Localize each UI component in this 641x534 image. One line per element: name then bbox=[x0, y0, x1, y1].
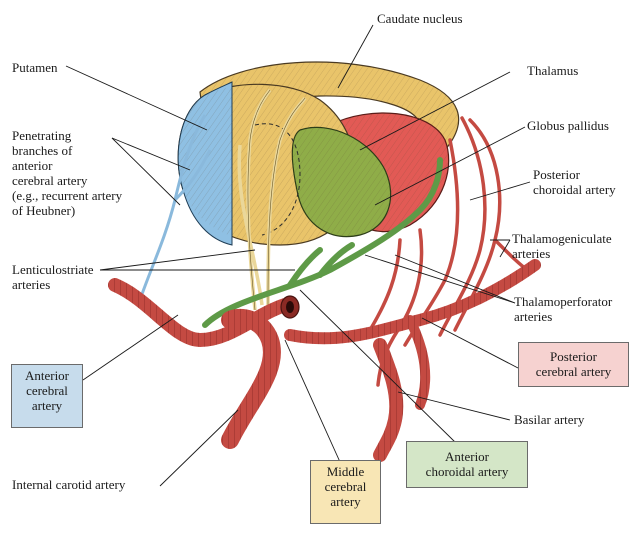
box-posterior-cerebral-artery: Posterior cerebral artery bbox=[518, 342, 629, 387]
penetrating-line: Penetrating bbox=[12, 128, 72, 143]
box-line: Posterior bbox=[550, 349, 597, 364]
box-line: cerebral artery bbox=[535, 364, 612, 379]
posterior-choroidal-line: choroidal artery bbox=[533, 182, 616, 197]
box-line: cerebral bbox=[26, 383, 68, 398]
label-caudate-nucleus: Caudate nucleus bbox=[377, 11, 463, 26]
thalamogeniculate-line: Thalamogeniculate bbox=[512, 231, 612, 246]
penetrating-line: of Heubner) bbox=[12, 203, 76, 218]
anterior-choroidal-vessel bbox=[202, 157, 443, 328]
label-posterior-choroidal: Posterior choroidal artery bbox=[533, 167, 616, 197]
label-thalamoperforator: Thalamoperforator arteries bbox=[514, 294, 612, 324]
box-line: artery bbox=[330, 494, 361, 509]
label-thalamus: Thalamus bbox=[527, 63, 579, 78]
label-penetrating-branches: Penetrating branches of anterior cerebra… bbox=[12, 128, 122, 218]
penetrating-line: cerebral artery bbox=[12, 173, 88, 188]
box-line: Anterior bbox=[24, 368, 70, 383]
basilar-artery bbox=[373, 315, 431, 462]
box-line: artery bbox=[31, 398, 63, 413]
label-putamen: Putamen bbox=[12, 60, 58, 75]
box-anterior-choroidal-artery: Anterior choroidal artery bbox=[406, 441, 528, 488]
label-thalamogeniculate: Thalamogeniculate arteries bbox=[512, 231, 612, 261]
lenticulostriate-line: Lenticulostriate bbox=[12, 262, 94, 277]
anterior-cerebral-artery bbox=[108, 278, 292, 348]
box-line: Middle bbox=[326, 464, 365, 479]
label-basilar-artery: Basilar artery bbox=[514, 412, 585, 427]
penetrating-line: anterior bbox=[12, 158, 53, 173]
box-line: Anterior bbox=[444, 449, 490, 464]
posterior-choroidal-line: Posterior bbox=[533, 167, 580, 182]
penetrating-line: branches of bbox=[12, 143, 73, 158]
label-internal-carotid: Internal carotid artery bbox=[12, 477, 126, 492]
box-anterior-cerebral-artery: Anterior cerebral artery bbox=[11, 364, 83, 428]
middle-cerebral-artery-stump bbox=[280, 295, 300, 319]
penetrating-line: (e.g., recurrent artery bbox=[12, 188, 123, 203]
box-line: choroidal artery bbox=[425, 464, 509, 479]
thalamoperforator-line: Thalamoperforator bbox=[514, 294, 613, 309]
leader-lines bbox=[65, 24, 531, 487]
box-line: cerebral bbox=[324, 479, 367, 494]
box-middle-cerebral-artery: Middle cerebral artery bbox=[310, 460, 381, 524]
posterior-cerebral-artery bbox=[284, 259, 541, 345]
label-globus-pallidus: Globus pallidus bbox=[527, 118, 609, 133]
thalamoperforator-line: arteries bbox=[514, 309, 553, 324]
lenticulostriate-line: arteries bbox=[12, 277, 51, 292]
thalamogeniculate-line: arteries bbox=[512, 246, 551, 261]
label-lenticulostriate: Lenticulostriate arteries bbox=[12, 262, 94, 292]
globus-pallidus bbox=[254, 123, 392, 238]
